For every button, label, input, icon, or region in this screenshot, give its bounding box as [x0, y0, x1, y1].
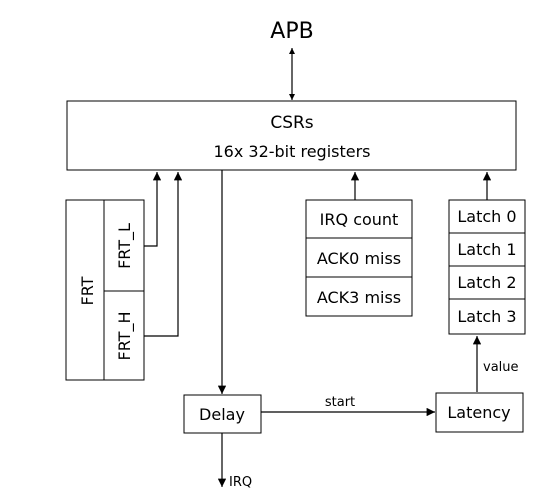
latches-block: Latch 0 Latch 1 Latch 2 Latch 3	[448, 199, 526, 335]
latch-0: Latch 0	[457, 207, 516, 226]
counter-irq-count: IRQ count	[320, 210, 399, 229]
latency-block: Latency	[435, 392, 524, 433]
irq-label: IRQ	[229, 475, 252, 490]
latch-2: Latch 2	[457, 273, 516, 292]
frt-high-wire	[144, 172, 183, 337]
latency-label: Latency	[447, 403, 510, 422]
frt-label: FRT	[78, 276, 97, 305]
counter-ack3-miss: ACK3 miss	[317, 288, 401, 307]
latch-1: Latch 1	[457, 240, 516, 259]
counters-block: IRQ count ACK0 miss ACK3 miss	[305, 199, 413, 317]
csr-block: CSRs 16x 32-bit registers	[66, 100, 517, 171]
csr-title: CSRs	[270, 113, 313, 133]
frt-low-wire	[144, 172, 162, 247]
latch-3: Latch 3	[457, 307, 516, 326]
frt-low-label: FRT_L	[115, 223, 135, 269]
delay-block: Delay	[183, 394, 262, 434]
delay-label: Delay	[199, 405, 245, 424]
frt-high-label: FRT_H	[115, 312, 135, 361]
apb-label: APB	[270, 19, 313, 44]
csr-subtitle: 16x 32-bit registers	[213, 142, 370, 161]
value-label: value	[483, 360, 519, 375]
counter-ack0-miss: ACK0 miss	[317, 249, 401, 268]
frt-block: FRT FRT_L FRT_H	[65, 199, 145, 381]
start-label: start	[325, 395, 355, 410]
